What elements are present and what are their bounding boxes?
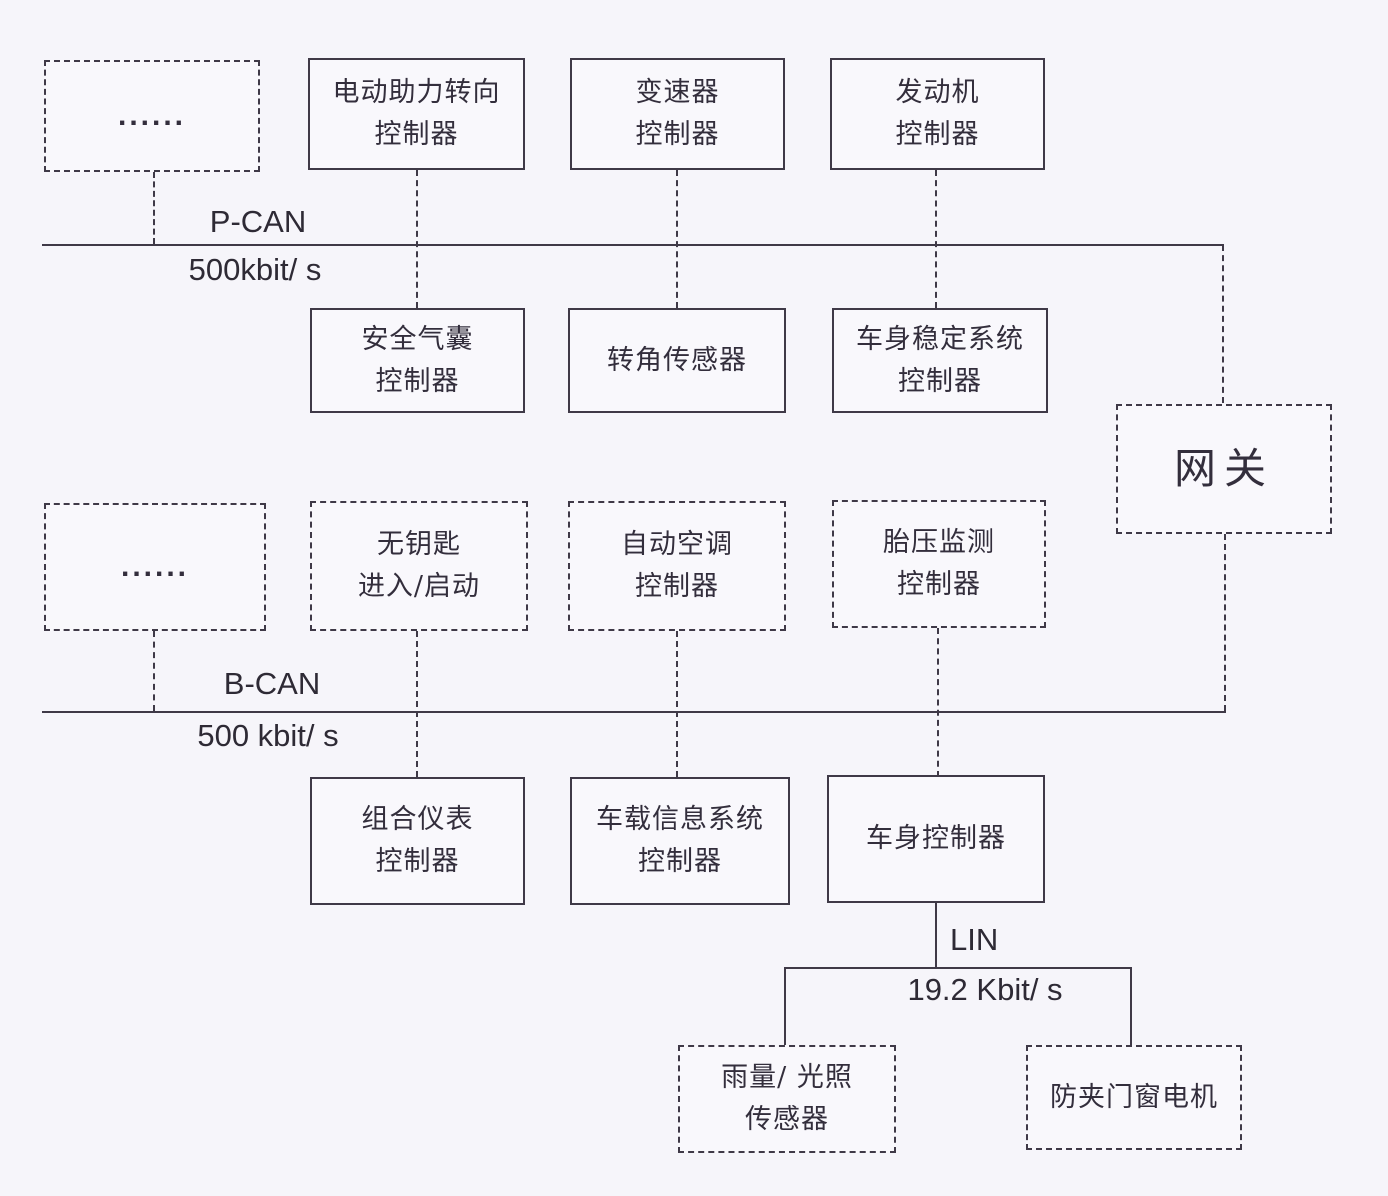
lin-bus-line bbox=[785, 967, 1132, 969]
wire-pcan-col4 bbox=[935, 170, 937, 308]
node-bcan-other-ecus: ...... bbox=[44, 503, 266, 631]
wire-pcan-to-gateway bbox=[1222, 245, 1224, 403]
node-instrument-cluster-controller: 组合仪表 控制器 bbox=[310, 777, 525, 905]
node-keyless-entry-start: 无钥匙 进入/启动 bbox=[310, 501, 528, 631]
bcan-bus-line bbox=[42, 711, 1226, 713]
lin-bus-label: LIN bbox=[950, 922, 999, 957]
pcan-bus-line bbox=[42, 244, 1224, 246]
wire-bcan-col2 bbox=[416, 631, 418, 777]
node-pcan-other-ecus: ...... bbox=[44, 60, 260, 172]
wire-bcan-col4 bbox=[937, 628, 939, 777]
lin-bus-speed: 19.2 Kbit/ s bbox=[907, 972, 1063, 1007]
node-label: 防夹门窗电机 bbox=[1050, 1081, 1218, 1113]
wire-bcm-to-lin bbox=[935, 903, 937, 968]
node-antipinch-window-motor: 防夹门窗电机 bbox=[1026, 1045, 1242, 1150]
node-label: 组合仪表 控制器 bbox=[361, 804, 474, 877]
node-label: 网关 bbox=[1173, 444, 1274, 494]
bcan-bus-speed: 500 kbit/ s bbox=[197, 718, 339, 753]
node-engine-controller: 发动机 控制器 bbox=[830, 58, 1045, 170]
node-label: 无钥匙 进入/启动 bbox=[357, 529, 481, 602]
pcan-bus-label: P-CAN bbox=[209, 204, 307, 239]
node-steering-angle-sensor: 转角传感器 bbox=[568, 308, 786, 413]
node-body-controller: 车身控制器 bbox=[827, 775, 1045, 903]
node-label: 变速器 控制器 bbox=[635, 77, 720, 150]
node-label: 车身控制器 bbox=[866, 823, 1006, 855]
pcan-bus-speed: 500kbit/ s bbox=[188, 252, 322, 287]
node-label: 胎压监测 控制器 bbox=[883, 527, 995, 600]
node-label: 雨量/ 光照 传感器 bbox=[721, 1062, 853, 1135]
node-label: 车身稳定系统 控制器 bbox=[856, 323, 1024, 397]
wire-gateway-to-bcan bbox=[1224, 534, 1226, 711]
node-transmission-controller: 变速器 控制器 bbox=[570, 58, 785, 170]
node-label: 车载信息系统 控制器 bbox=[596, 804, 764, 877]
node-infotainment-controller: 车载信息系统 控制器 bbox=[570, 777, 790, 905]
node-label: ...... bbox=[117, 98, 186, 132]
wire-pcan-col3 bbox=[676, 170, 678, 308]
wire-lin-to-window-motor bbox=[1130, 967, 1132, 1045]
node-label: 转角传感器 bbox=[607, 344, 747, 376]
node-label: 安全气囊 控制器 bbox=[361, 323, 474, 397]
node-esc-controller: 车身稳定系统 控制器 bbox=[832, 308, 1048, 413]
node-rain-light-sensor: 雨量/ 光照 传感器 bbox=[678, 1045, 896, 1153]
bcan-bus-label: B-CAN bbox=[223, 666, 321, 701]
node-label: ...... bbox=[120, 549, 189, 583]
node-auto-ac-controller: 自动空调 控制器 bbox=[568, 501, 786, 631]
wire-pcan-col2 bbox=[416, 170, 418, 308]
node-tpms-controller: 胎压监测 控制器 bbox=[832, 500, 1046, 628]
node-gateway: 网关 bbox=[1116, 404, 1332, 534]
wire-bcan-others bbox=[153, 631, 155, 711]
node-airbag-controller: 安全气囊 控制器 bbox=[310, 308, 525, 413]
node-label: 电动助力转向 控制器 bbox=[332, 77, 501, 150]
wire-lin-to-rain-light bbox=[784, 967, 786, 1045]
node-label: 自动空调 控制器 bbox=[621, 529, 733, 602]
node-eps-controller: 电动助力转向 控制器 bbox=[308, 58, 525, 170]
wire-pcan-others bbox=[153, 172, 155, 244]
wire-bcan-col3 bbox=[676, 631, 678, 777]
node-label: 发动机 控制器 bbox=[895, 77, 980, 150]
